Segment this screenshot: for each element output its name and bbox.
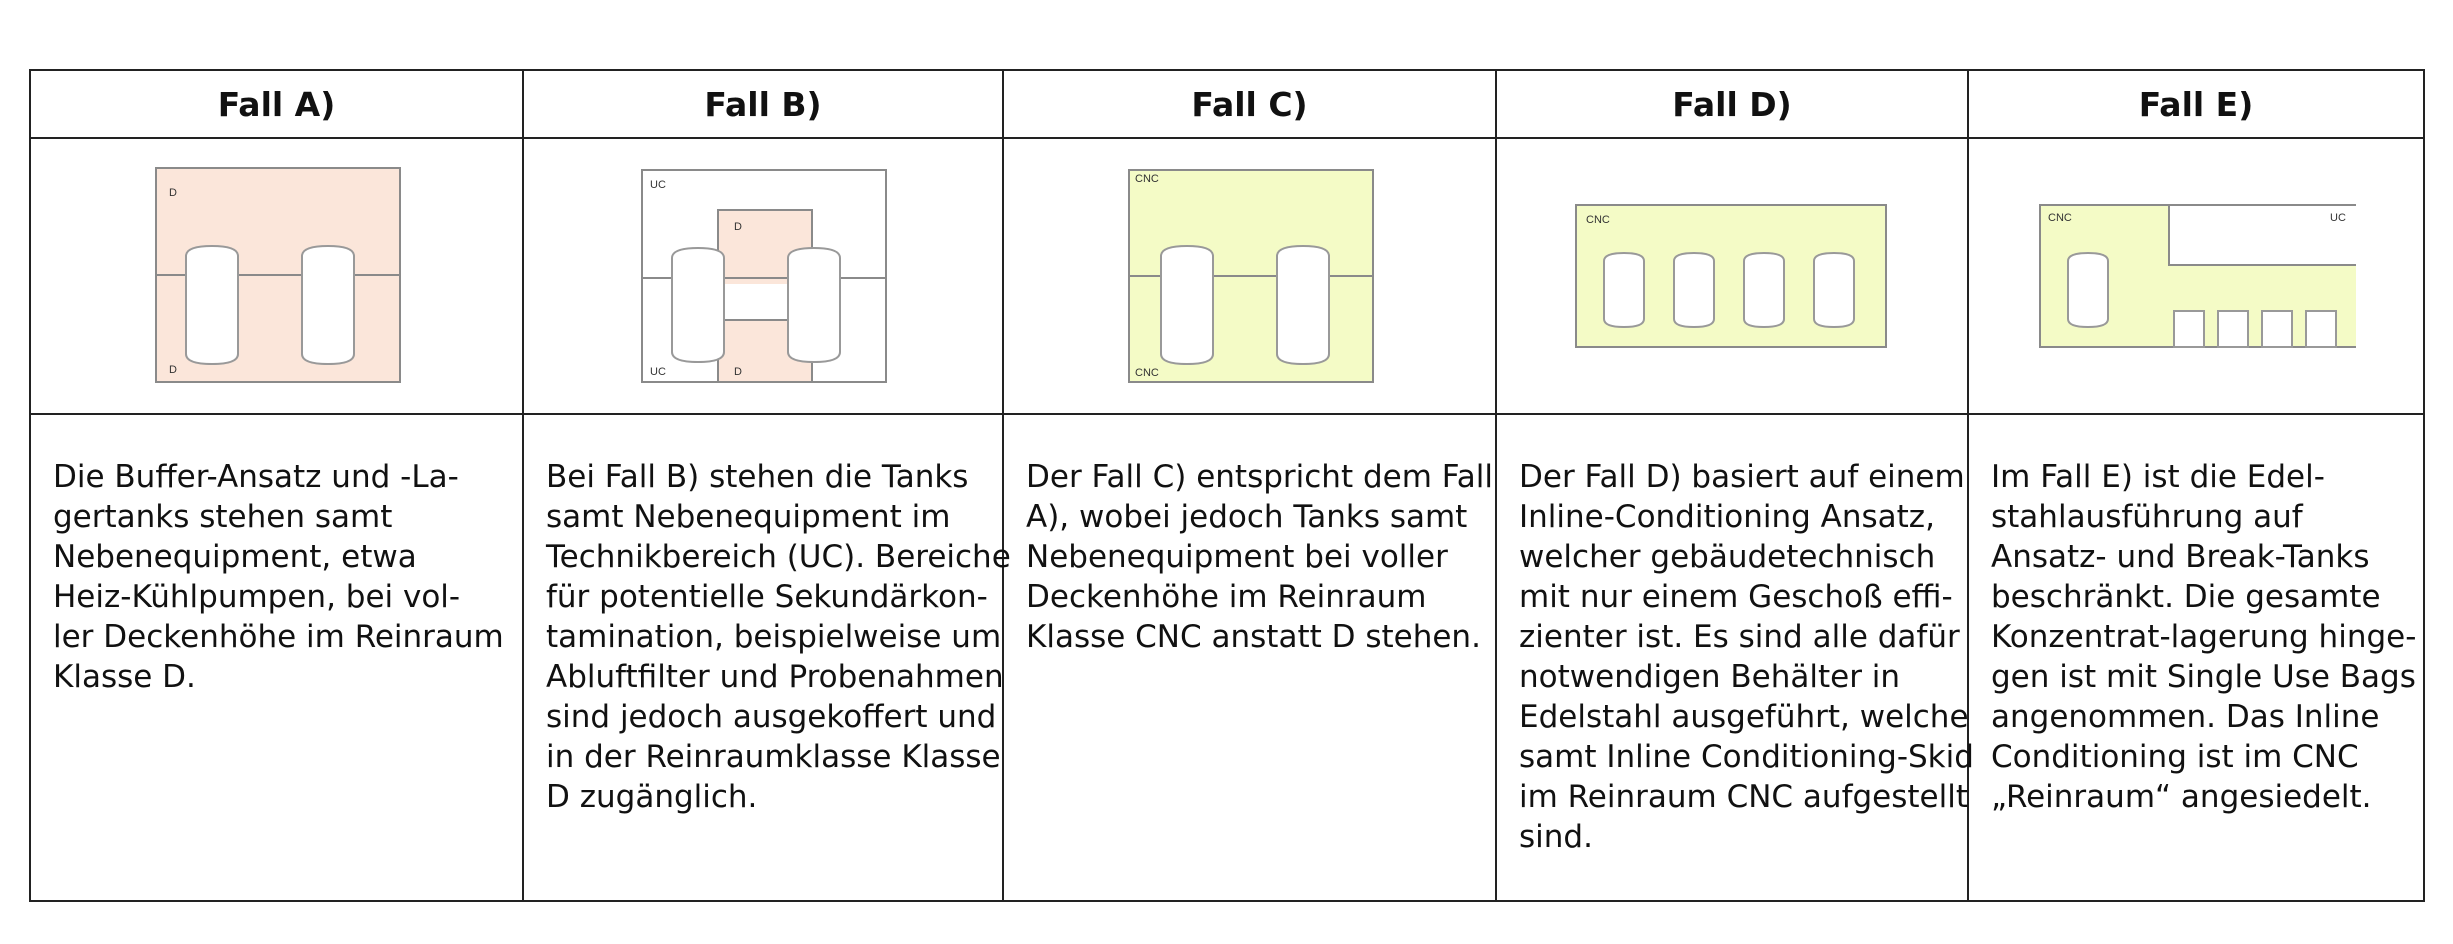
text-line: „Reinraum“ angesiedelt. bbox=[1991, 779, 2372, 815]
diagram-cell-fall-b: UC D UC D bbox=[522, 137, 1004, 415]
tank-layout-diagram-fall-a: D D bbox=[154, 167, 401, 383]
tank-shape bbox=[300, 244, 355, 366]
text-line: Nebenequipment, etwa bbox=[53, 539, 417, 575]
bag-shape bbox=[2261, 310, 2293, 348]
text-line: D zugänglich. bbox=[546, 779, 758, 815]
text-line: Klasse D. bbox=[53, 659, 196, 695]
text-line: tamination, beispielweise um bbox=[546, 619, 1002, 655]
text-line: Technikbereich (UC). Bereiche bbox=[546, 539, 1011, 575]
text-line: für potentielle Sekundärkon- bbox=[546, 579, 988, 615]
text-line: Inline-Conditioning Ansatz, bbox=[1519, 499, 1935, 535]
header-row: Fall A) Fall B) Fall C) Fall D) Fall E) bbox=[29, 69, 2425, 139]
header-fall-b: Fall B) bbox=[522, 69, 1004, 139]
tank-layout-diagram-fall-d: CNC bbox=[1575, 204, 1887, 348]
text-line: in der Reinraumklasse Klasse bbox=[546, 739, 1001, 775]
text-line: welcher gebäudetechnisch bbox=[1519, 539, 1936, 575]
text-line: Der Fall D) basiert auf einem bbox=[1519, 459, 1965, 495]
header-fall-e: Fall E) bbox=[1967, 69, 2425, 139]
text-line: im Reinraum CNC aufgestellt bbox=[1519, 779, 1968, 815]
zone-label: UC bbox=[650, 179, 666, 191]
text-line: Heiz-Kühlpumpen, bei vol- bbox=[53, 579, 461, 615]
description-fall-b: Bei Fall B) stehen die Tanks samt Nebene… bbox=[522, 413, 1011, 902]
text-line: beschränkt. Die gesamte bbox=[1991, 579, 2381, 615]
text-line: Klasse CNC anstatt D stehen. bbox=[1026, 619, 1481, 655]
tank-shape bbox=[1743, 251, 1785, 329]
text-line: ler Deckenhöhe im Reinraum bbox=[53, 619, 504, 655]
bag-shape bbox=[2217, 310, 2249, 348]
text-line: Edelstahl ausgeführt, welche bbox=[1519, 699, 1969, 735]
description-row: Die Buffer-Ansatz und -La- gertanks steh… bbox=[29, 413, 2425, 902]
tank-shape bbox=[1275, 244, 1330, 366]
text-line: gen ist mit Single Use Bags bbox=[1991, 659, 2416, 695]
description-fall-a: Die Buffer-Ansatz und -La- gertanks steh… bbox=[29, 413, 524, 902]
text-line: A), wobei jedoch Tanks samt bbox=[1026, 499, 1468, 535]
zone-label: UC bbox=[650, 366, 666, 378]
comparison-table: Fall A) Fall B) Fall C) Fall D) Fall E) … bbox=[29, 69, 2425, 902]
text-line: angenommen. Das Inline bbox=[1991, 699, 2380, 735]
zone-label: D bbox=[734, 366, 742, 378]
text-line: samt Nebenequipment im bbox=[546, 499, 951, 535]
tank-layout-diagram-fall-b: UC D UC D bbox=[641, 169, 887, 383]
tank-shape bbox=[671, 246, 725, 364]
description-fall-d: Der Fall D) basiert auf einem Inline-Con… bbox=[1495, 413, 1974, 902]
diagram-cell-fall-e: CNC UC bbox=[1967, 137, 2425, 415]
header-fall-c: Fall C) bbox=[1002, 69, 1497, 139]
bag-shape bbox=[2305, 310, 2337, 348]
zone-label: D bbox=[169, 364, 177, 376]
text-line: zienter ist. Es sind alle dafür bbox=[1519, 619, 1960, 655]
description-fall-e: Im Fall E) ist die Edel- stahlausführung… bbox=[1967, 413, 2425, 902]
text-line: sind jedoch ausgekoffert und bbox=[546, 699, 997, 735]
tank-shape bbox=[1673, 251, 1715, 329]
tank-shape bbox=[1603, 251, 1645, 329]
tank-layout-diagram-fall-e: CNC UC bbox=[2039, 204, 2356, 348]
tank-shape bbox=[787, 246, 841, 364]
diagram-cell-fall-a: D D bbox=[29, 137, 524, 415]
text-line: samt Inline Conditioning-Skid bbox=[1519, 739, 1974, 775]
diagram-cell-fall-d: CNC bbox=[1495, 137, 1969, 415]
text-line: Die Buffer-Ansatz und -La- bbox=[53, 459, 459, 495]
text-line: sind. bbox=[1519, 819, 1593, 855]
text-line: notwendigen Behälter in bbox=[1519, 659, 1901, 695]
zone-label: CNC bbox=[1586, 214, 1610, 226]
text-line: Ansatz- und Break-Tanks bbox=[1991, 539, 2370, 575]
tank-layout-diagram-fall-c: CNC CNC bbox=[1127, 169, 1374, 383]
text-line: mit nur einem Geschoß effi- bbox=[1519, 579, 1953, 615]
diagram-cell-fall-c: CNC CNC bbox=[1002, 137, 1497, 415]
diagram-row: D D UC D UC D bbox=[29, 137, 2425, 415]
text-line: Bei Fall B) stehen die Tanks bbox=[546, 459, 969, 495]
zone-label: UC bbox=[2330, 212, 2346, 224]
text-line: Im Fall E) ist die Edel- bbox=[1991, 459, 2325, 495]
zone-label: D bbox=[734, 221, 742, 233]
text-line: Deckenhöhe im Reinraum bbox=[1026, 579, 1427, 615]
zone-label: CNC bbox=[1135, 173, 1159, 185]
bag-shape bbox=[2173, 310, 2205, 348]
description-fall-c: Der Fall C) entspricht dem Fall A), wobe… bbox=[1002, 413, 1497, 902]
tank-shape bbox=[1813, 251, 1855, 329]
text-line: gertanks stehen samt bbox=[53, 499, 393, 535]
zone-label: CNC bbox=[1135, 367, 1159, 379]
text-line: Nebenequipment bei voller bbox=[1026, 539, 1448, 575]
header-fall-d: Fall D) bbox=[1495, 69, 1969, 139]
header-fall-a: Fall A) bbox=[29, 69, 524, 139]
zone-label: D bbox=[169, 187, 177, 199]
text-line: Abluftfilter und Probenahmen bbox=[546, 659, 1004, 695]
zone-label: CNC bbox=[2048, 212, 2072, 224]
tank-shape bbox=[1159, 244, 1214, 366]
text-line: Konzentrat-lagerung hinge- bbox=[1991, 619, 2417, 655]
tank-shape bbox=[2067, 251, 2109, 329]
text-line: Conditioning ist im CNC bbox=[1991, 739, 2359, 775]
text-line: Der Fall C) entspricht dem Fall bbox=[1026, 459, 1493, 495]
tank-shape bbox=[184, 244, 239, 366]
text-line: stahlausführung auf bbox=[1991, 499, 2303, 535]
